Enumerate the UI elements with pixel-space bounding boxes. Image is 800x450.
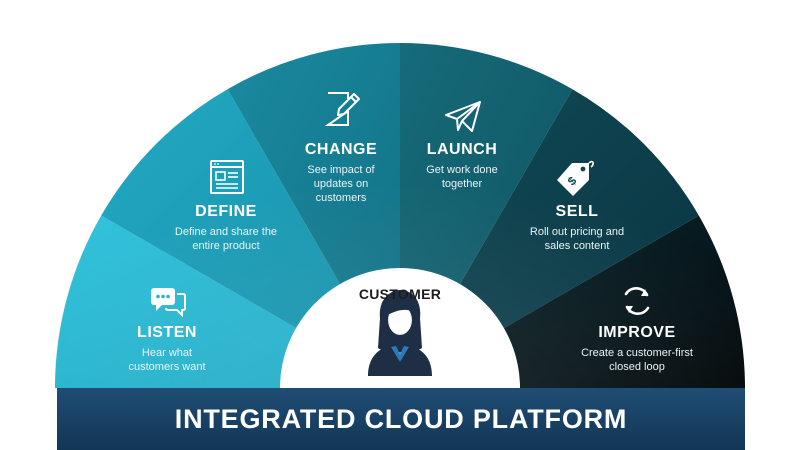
segment-description: See impact of updates on customers bbox=[307, 164, 375, 204]
price-tag-icon: $ bbox=[557, 160, 594, 196]
paper-plane-icon bbox=[445, 101, 481, 132]
platform-bar: INTEGRATED CLOUD PLATFORM bbox=[57, 388, 745, 450]
chat-bubbles-icon bbox=[151, 288, 186, 318]
segment-description: Roll out pricing and sales content bbox=[529, 226, 625, 252]
edit-document-icon bbox=[324, 92, 360, 126]
document-window-icon bbox=[210, 160, 244, 194]
segment-title: LAUNCH bbox=[426, 141, 498, 158]
segment-label-listen: LISTEN Hear what customers want bbox=[92, 324, 242, 374]
segment-label-sell: SELL Roll out pricing and sales content bbox=[502, 203, 652, 253]
segment-description: Hear what customers want bbox=[128, 347, 206, 373]
segment-label-change: CHANGE See impact of updates on customer… bbox=[266, 141, 416, 205]
segment-title: DEFINE bbox=[195, 203, 257, 220]
segment-label-improve: IMPROVE Create a customer-first closed l… bbox=[562, 324, 712, 374]
customer-title: CUSTOMER bbox=[358, 286, 442, 302]
segment-label-launch: LAUNCH Get work done together bbox=[387, 141, 537, 191]
refresh-cycle-icon bbox=[624, 287, 650, 315]
segment-label-define: DEFINE Define and share the entire produ… bbox=[151, 203, 301, 253]
platform-title: INTEGRATED CLOUD PLATFORM bbox=[174, 404, 628, 434]
segment-title: LISTEN bbox=[137, 324, 197, 341]
segment-description: Get work done together bbox=[426, 164, 498, 190]
segment-description: Create a customer-first closed loop bbox=[581, 347, 693, 373]
arc-glow bbox=[55, 43, 745, 388]
customer-woman-icon bbox=[368, 290, 432, 376]
segment-title: IMPROVE bbox=[598, 324, 676, 341]
segment-title: SELL bbox=[555, 203, 599, 220]
segment-title: CHANGE bbox=[304, 141, 378, 158]
segment-description: Define and share the entire product bbox=[174, 226, 278, 252]
